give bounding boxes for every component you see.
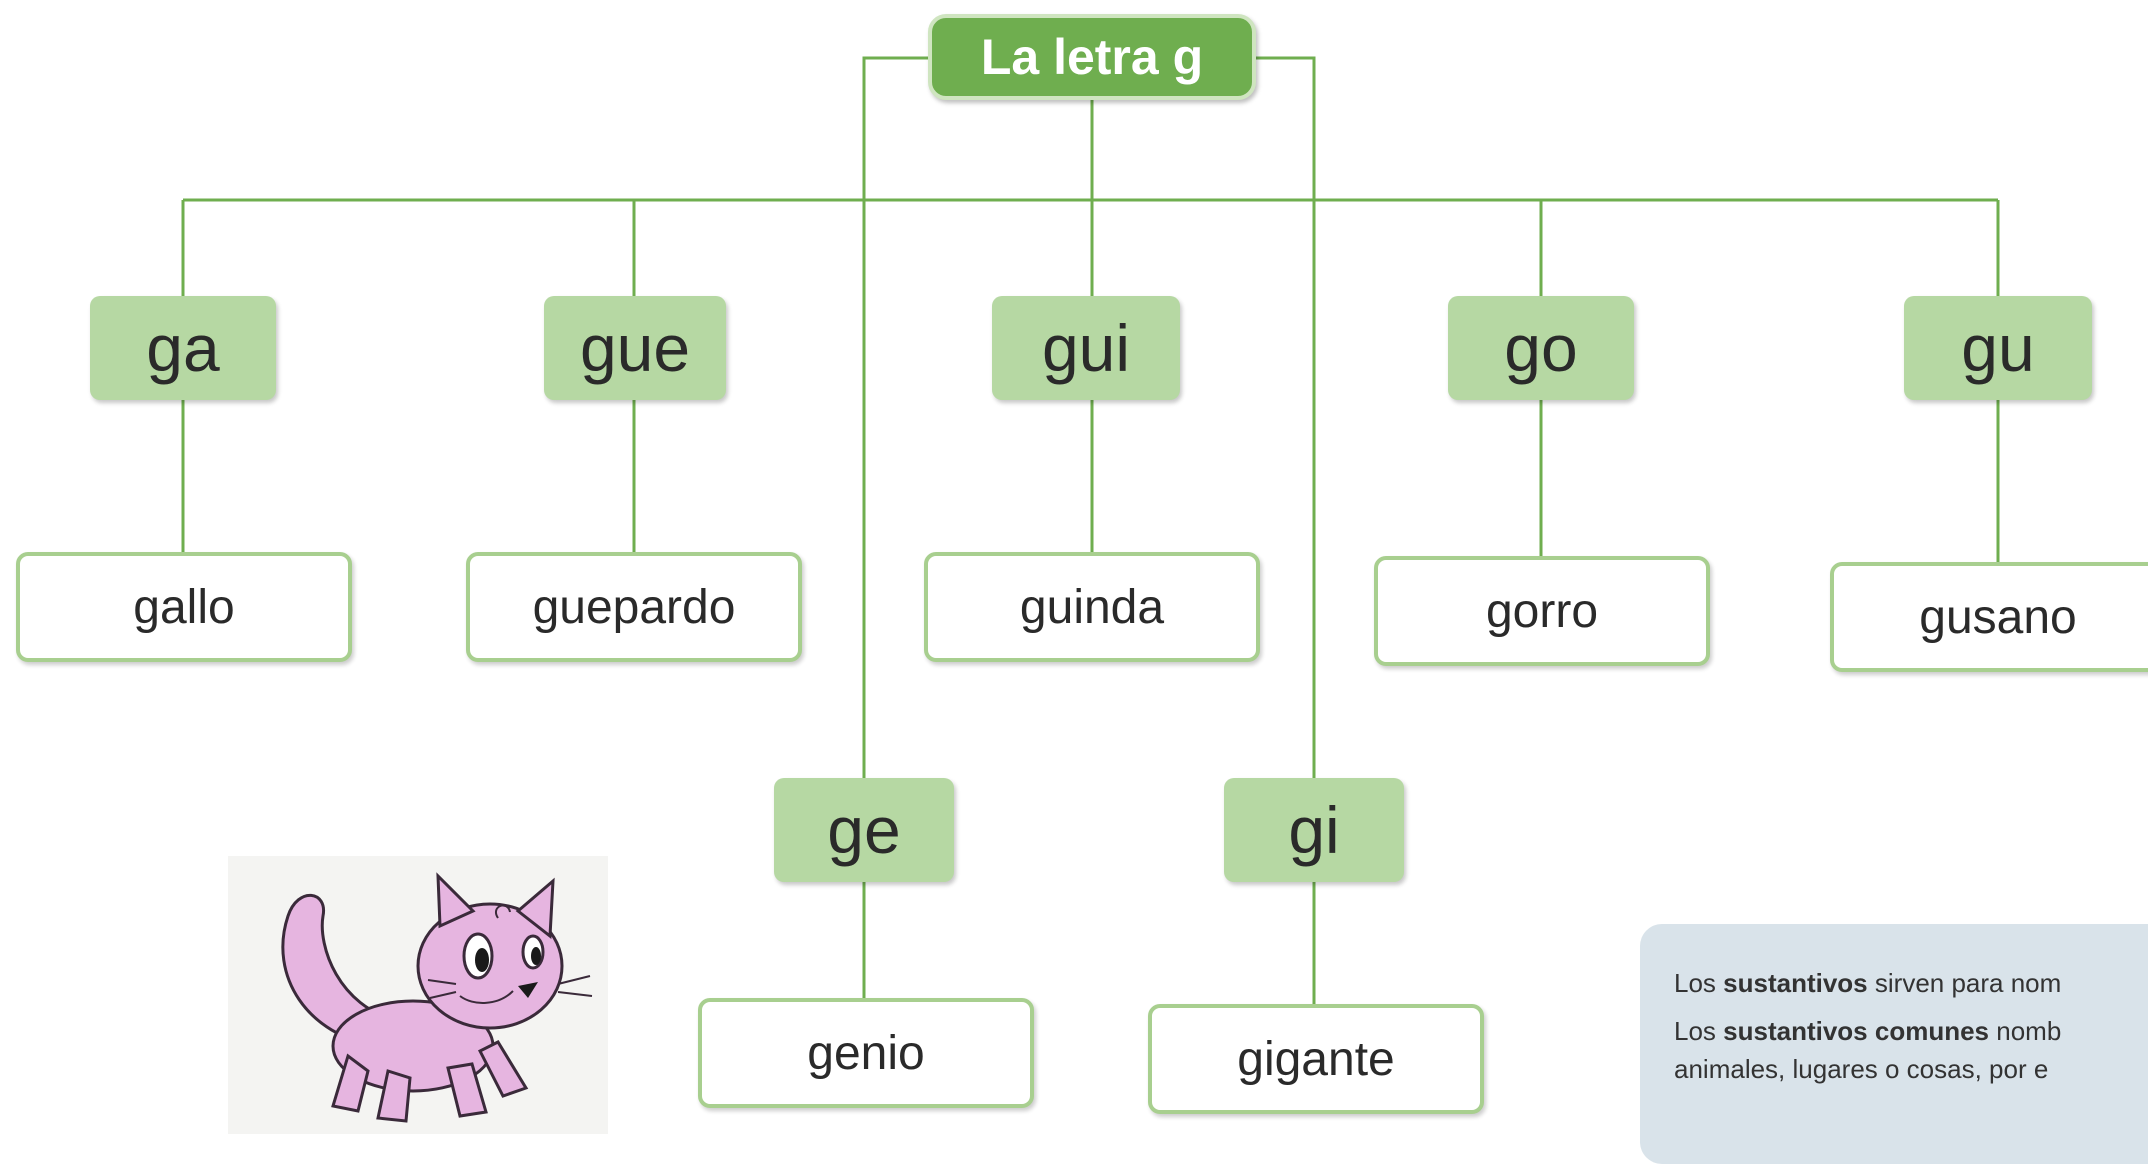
syllable-gue: gue — [544, 296, 726, 400]
word-gallo: gallo — [16, 552, 352, 662]
cat-icon — [281, 872, 593, 1123]
word-gorro: gorro — [1374, 556, 1710, 666]
cat-illustration — [228, 856, 608, 1134]
info-box: Los sustantivos sirven para nom Los sust… — [1640, 924, 2148, 1164]
word-gigante: gigante — [1148, 1004, 1484, 1114]
info-line-1: Los sustantivos sirven para nom — [1674, 968, 2062, 998]
syllable-go: go — [1448, 296, 1634, 400]
diagram-title: La letra g — [928, 14, 1256, 100]
connector-lines — [181, 56, 2000, 1004]
word-guinda: guinda — [924, 552, 1260, 662]
syllable-gui: gui — [992, 296, 1180, 400]
info-line-3: animales, lugares o cosas, por e — [1674, 1054, 2049, 1084]
word-guepardo: guepardo — [466, 552, 802, 662]
syllable-gu: gu — [1904, 296, 2092, 400]
syllable-ga: ga — [90, 296, 276, 400]
concept-map: La letra g ga gue gui go gu gallo guepar… — [16, 14, 2148, 1164]
syllable-gi: gi — [1224, 778, 1404, 882]
word-genio: genio — [698, 998, 1034, 1108]
word-gusano: gusano — [1830, 562, 2148, 672]
syllable-ge: ge — [774, 778, 954, 882]
